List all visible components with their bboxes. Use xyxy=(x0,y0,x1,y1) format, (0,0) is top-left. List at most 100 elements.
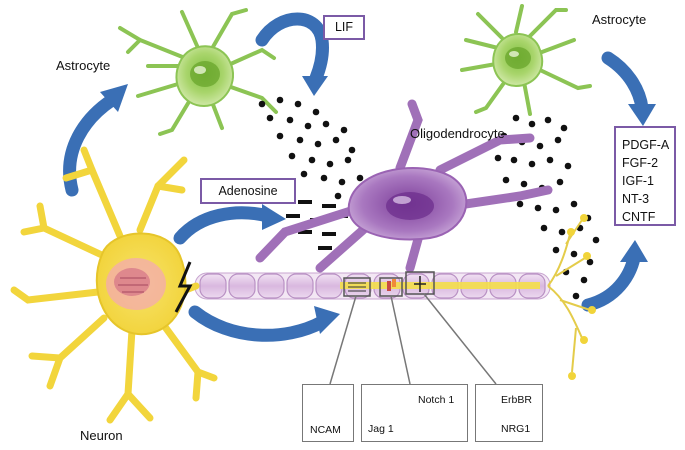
lif-box: LIF xyxy=(323,15,365,40)
action-potential-icon xyxy=(174,261,193,313)
secreted-dot xyxy=(304,122,312,130)
secreted-dot xyxy=(266,114,274,122)
adenosine-dash xyxy=(322,204,336,208)
adenosine-label: Adenosine xyxy=(218,184,278,198)
arrow-heads xyxy=(100,76,656,334)
arrowhead-astrocyte xyxy=(100,84,128,112)
secreted-dot xyxy=(300,170,308,178)
secreted-dot xyxy=(320,174,328,182)
myelin-segment xyxy=(257,273,285,299)
growth-factor-item: NT-3 xyxy=(622,192,650,206)
secreted-dot xyxy=(340,126,348,134)
secreted-dot xyxy=(308,156,316,164)
astrocyte-right-cell xyxy=(460,4,592,116)
astrocyte-left-label: Astrocyte xyxy=(56,58,111,73)
ncam-box: NCAM xyxy=(302,384,354,442)
secreted-dot xyxy=(510,156,518,164)
secreted-dot xyxy=(322,120,330,128)
secreted-dot xyxy=(572,292,580,300)
secreted-dot xyxy=(314,140,322,148)
secreted-dot xyxy=(356,174,364,182)
secreted-dot xyxy=(312,108,320,116)
arrow-neuron-to-axon xyxy=(188,305,329,342)
adenosine-dash xyxy=(286,214,300,218)
secreted-dot xyxy=(516,200,524,208)
secreted-dot xyxy=(556,178,564,186)
secreted-dot xyxy=(540,224,548,232)
secreted-dot xyxy=(326,160,334,168)
secreted-dot xyxy=(332,136,340,144)
molecule-connectors xyxy=(329,293,497,385)
secreted-dot xyxy=(286,116,294,124)
secreted-dot xyxy=(552,206,560,214)
arrow-adenosine xyxy=(173,206,275,245)
secreted-dot xyxy=(276,132,284,140)
notch-label: Notch 1 xyxy=(418,394,455,406)
secreted-dot xyxy=(288,152,296,160)
nrg-label: NRG1 xyxy=(501,423,531,435)
secreted-dot xyxy=(512,114,520,122)
secreted-dot xyxy=(592,236,600,244)
adenosine-dash xyxy=(322,232,336,236)
secreted-dot xyxy=(580,276,588,284)
secreted-dot xyxy=(534,204,542,212)
adenosine-dash xyxy=(298,230,312,234)
erbbr-label: ErbBR xyxy=(501,394,532,406)
secreted-dot xyxy=(258,100,266,108)
myelin-segment xyxy=(286,273,314,299)
growth-factor-item: PDGF-A xyxy=(622,138,670,152)
notch-jag-box: Notch 1 Jag 1 xyxy=(361,384,468,442)
secreted-dot xyxy=(294,100,302,108)
adenosine-dash xyxy=(318,246,332,250)
secreted-dot xyxy=(544,116,552,124)
neuron-label: Neuron xyxy=(80,428,123,443)
signal-arrows xyxy=(63,12,649,342)
ncam-label: NCAM xyxy=(310,424,341,436)
secreted-dot xyxy=(536,142,544,150)
secreted-dot xyxy=(338,178,346,186)
growth-factors-box: PDGF-A FGF-2 IGF-1 NT-3 CNTF xyxy=(614,126,676,226)
jag-label: Jag 1 xyxy=(368,423,394,435)
secreted-dot xyxy=(334,192,342,200)
neuron-cell xyxy=(10,146,218,424)
lif-secreted-dots xyxy=(258,96,364,200)
myelin-segment xyxy=(228,273,256,299)
growth-factor-item: CNTF xyxy=(622,210,656,224)
secreted-dot xyxy=(546,156,554,164)
secreted-dot xyxy=(528,120,536,128)
erbbr-nrg-box: ErbBR NRG1 xyxy=(475,384,543,442)
secreted-dot xyxy=(554,136,562,144)
secreted-dot xyxy=(348,146,356,154)
secreted-dot xyxy=(558,228,566,236)
secreted-dot xyxy=(494,154,502,162)
arrow-terminal-to-factors xyxy=(581,251,641,312)
secreted-dot xyxy=(560,124,568,132)
astrocyte-right-label: Astrocyte xyxy=(592,12,647,27)
secreted-dot xyxy=(276,96,284,104)
lif-label: LIF xyxy=(334,20,354,34)
arrow-astrocyte-to-factors xyxy=(601,51,649,115)
adenosine-dash xyxy=(298,200,312,204)
arrowhead-adenosine xyxy=(262,204,286,230)
secreted-dot xyxy=(528,160,536,168)
myelin-segment xyxy=(315,273,343,299)
secreted-dot xyxy=(552,246,560,254)
astrocyte-left-cell xyxy=(118,8,278,136)
secreted-dot xyxy=(564,162,572,170)
secreted-dot xyxy=(570,200,578,208)
arrowhead-lif xyxy=(302,76,328,96)
adenosine-box: Adenosine xyxy=(200,178,296,204)
myelin-segment xyxy=(199,273,227,299)
arrowhead-axon xyxy=(314,306,340,334)
growth-factor-item: IGF-1 xyxy=(622,174,654,188)
secreted-dot xyxy=(586,258,594,266)
myelinated-axon xyxy=(194,214,596,380)
growth-factor-dots xyxy=(494,114,600,300)
oligodendrocyte-cell xyxy=(255,99,553,273)
axon-terminal xyxy=(547,219,591,373)
secreted-dot xyxy=(296,136,304,144)
arrow-astrocyte-lif xyxy=(255,12,329,85)
secreted-dot xyxy=(520,180,528,188)
oligodendrocyte-label: Oligodendrocyte xyxy=(410,126,505,141)
